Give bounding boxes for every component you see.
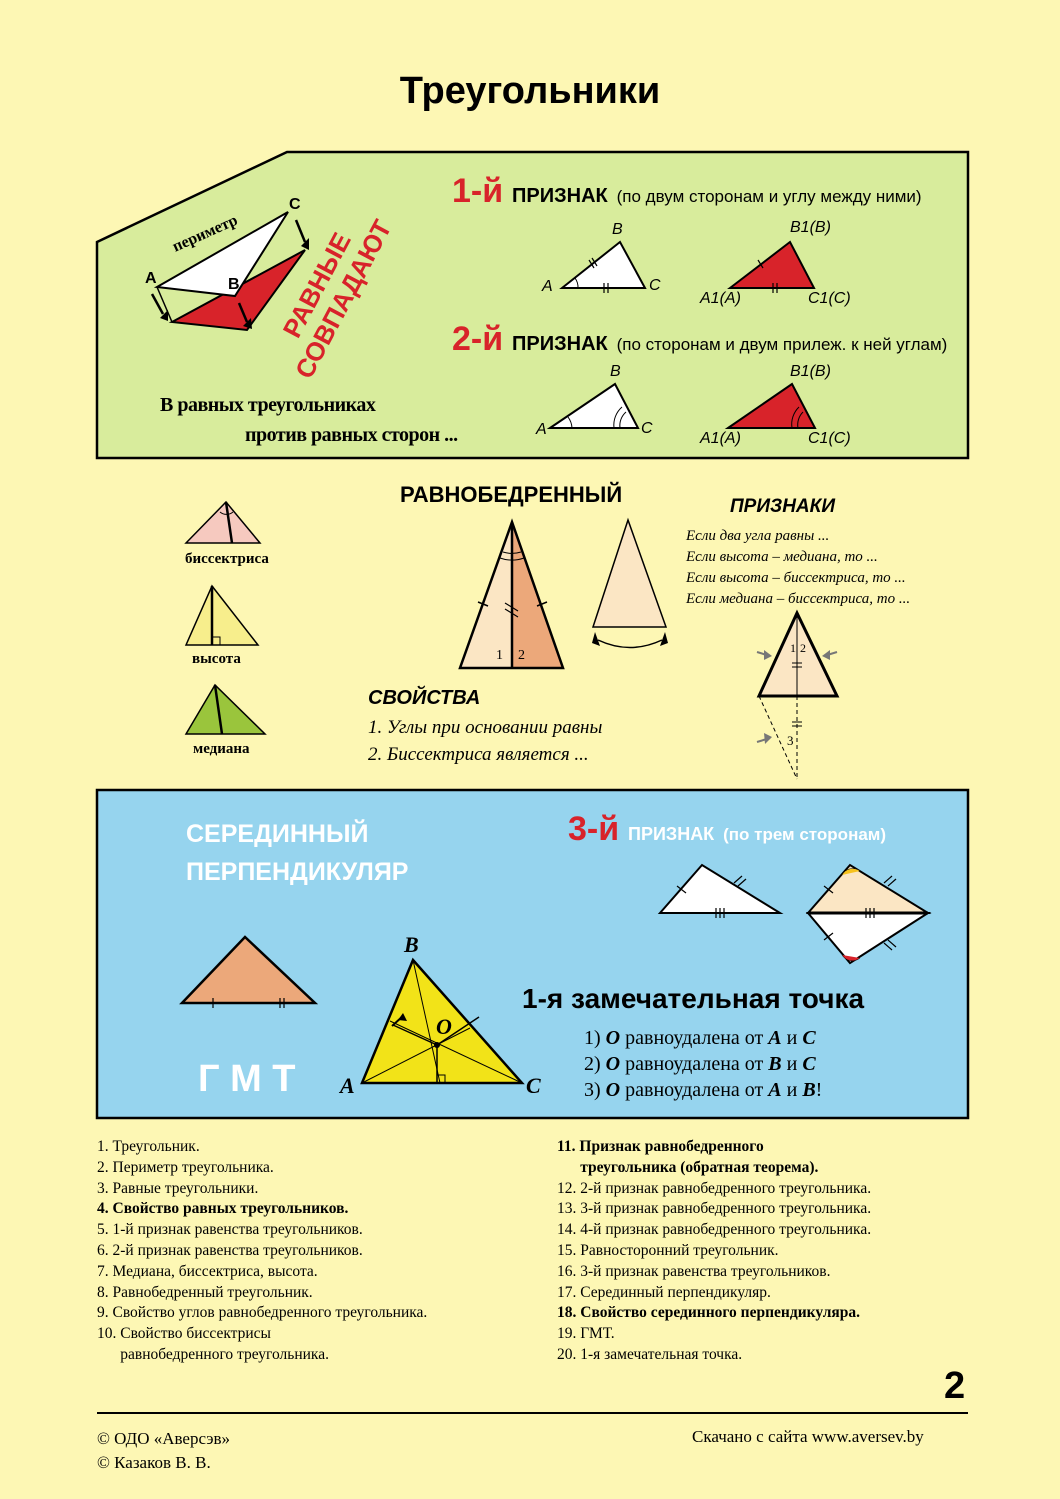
sign-angle-3: 3: [787, 733, 794, 748]
topic-item: треугольника (обратная теорема).: [557, 1158, 819, 1176]
topic-item: 5. 1-й признак равенства треугольников.: [97, 1221, 363, 1239]
yellow-vertex-a: A: [340, 1073, 355, 1098]
sign3-heading: 3-й ПРИЗНАК (по трем сторонам): [568, 810, 886, 849]
bisector-label: биссектриса: [185, 551, 269, 567]
topic-item: 8. Равнобедренный треугольник.: [97, 1283, 313, 1301]
topic-item: 19. ГМТ.: [557, 1325, 615, 1343]
yellow-center-o: O: [436, 1014, 452, 1039]
equal-text-line1: В равных треугольниках: [160, 394, 376, 416]
s1-label-c1: C1(C): [808, 290, 851, 307]
topic-item: 1. Треугольник.: [97, 1138, 200, 1155]
footer-source: Скачано с сайта www.aversev.by: [692, 1427, 924, 1446]
topic-list-right: 11. Признак равнобедренного треугольника…: [557, 1137, 871, 1366]
topic-item: 3. Равные треугольники.: [97, 1179, 259, 1197]
s2-label-c: C: [641, 420, 653, 437]
sign-angle-1: 1: [790, 641, 796, 655]
topic-item: 6. 2-й признак равенства треугольников.: [97, 1241, 363, 1259]
topic-item: 13. 3-й признак равнобедренного треуголь…: [557, 1200, 872, 1218]
topic-item: 15. Равносторонний треугольник.: [557, 1241, 779, 1259]
point-line-1: 1) O равноудалена от A и C: [584, 1027, 816, 1049]
signs-heading: ПРИЗНАКИ: [730, 496, 836, 517]
sign1-word: ПРИЗНАК: [512, 185, 608, 207]
vertex-c: C: [289, 196, 301, 213]
sign1-number: 1-й: [452, 172, 504, 210]
blue-heading-line1: СЕРЕДИННЫЙ: [186, 820, 369, 848]
copyright-line1: © ОДО «Аверсэв»: [97, 1429, 231, 1448]
sign2-number: 2-й: [452, 320, 504, 358]
topic-item: 2. Периметр треугольника.: [97, 1158, 274, 1176]
yellow-vertex-b: B: [404, 932, 419, 957]
s2-label-b: B: [610, 363, 621, 380]
sign3-desc: (по трем сторонам): [723, 825, 887, 844]
topic-item: 9. Свойство углов равнобедренного треуго…: [97, 1304, 428, 1322]
equal-triangles-text: В равных треугольниках против равных сто…: [160, 390, 458, 450]
altitude-label: высота: [192, 651, 241, 667]
yellow-vertex-c: C: [526, 1073, 541, 1098]
s1-label-b: B: [612, 221, 623, 238]
sign2-word: ПРИЗНАК: [512, 333, 608, 355]
footer-divider: [97, 1412, 968, 1414]
property-1: 1. Углы при основании равны: [368, 717, 603, 738]
s2-label-c1: C1(C): [808, 430, 851, 447]
blue-heading-line2: ПЕРПЕНДИКУЛЯР: [186, 858, 409, 886]
properties-list: 1. Углы при основании равны 2. Биссектри…: [368, 714, 602, 768]
sign-item-4: Если медиана – биссектриса, то ...: [686, 591, 911, 607]
footer-copyright: © ОДО «Аверсэв» © Казаков В. В.: [97, 1427, 230, 1475]
sign-item-3: Если высота – биссектриса, то ...: [686, 570, 906, 586]
angle-1-label: 1: [496, 648, 503, 663]
topic-item: 16. 3-й признак равенства треугольников.: [557, 1262, 831, 1280]
topic-item: равнобедренного треугольника.: [97, 1345, 329, 1363]
topic-item: 20. 1-я замечательная точка.: [557, 1345, 743, 1363]
sign-item-1: Если два угла равны ...: [686, 528, 830, 544]
sign2-heading: 2-й ПРИЗНАК (по сторонам и двум прилеж. …: [452, 320, 947, 359]
page-title: Треугольники: [399, 70, 661, 112]
topic-item: 11. Признак равнобедренного: [557, 1138, 764, 1155]
topic-item: 14. 4-й признак равнобедренного треуголь…: [557, 1221, 872, 1239]
remarkable-point-list: 1) O равноудалена от A и C 2) O равноуда…: [584, 1025, 822, 1103]
median-label: медиана: [193, 741, 250, 757]
isosceles-heading: РАВНОБЕДРЕННЫЙ: [400, 482, 623, 507]
topic-item: 17. Серединный перпендикуляр.: [557, 1283, 771, 1301]
sign3-number: 3-й: [568, 810, 620, 848]
sign1-desc: (по двум сторонам и углу между ними): [616, 187, 922, 206]
angle-2-label: 2: [518, 648, 525, 663]
copyright-line2: © Казаков В. В.: [97, 1453, 211, 1472]
equal-text-line2: против равных сторон ...: [245, 424, 458, 446]
s1-label-b1: B1(B): [790, 219, 831, 236]
sign2-desc: (по сторонам и двум прилеж. к ней углам): [616, 335, 948, 354]
s1-label-c: C: [649, 277, 661, 294]
blue-heading: СЕРЕДИННЫЙ ПЕРПЕНДИКУЛЯР: [186, 815, 408, 891]
page-number: 2: [944, 1365, 966, 1407]
sign3-word: ПРИЗНАК: [628, 824, 715, 844]
gmt-label: Г М Т: [198, 1058, 296, 1100]
sign-item-2: Если высота – медиана, то ...: [686, 549, 878, 565]
topic-item: 7. Медиана, биссектриса, высота.: [97, 1262, 318, 1280]
point-line-3: 3) O равноудалена от A и B!: [584, 1079, 823, 1101]
vertex-a: A: [145, 270, 157, 287]
signs-list: Если два угла равны ... Если высота – ме…: [686, 526, 910, 610]
topic-item: 10. Свойство биссектрисы: [97, 1325, 271, 1343]
s1-label-a1: A1(A): [700, 290, 741, 307]
s2-label-a1: A1(A): [700, 430, 741, 447]
point-line-2: 2) O равноудалена от B и C: [584, 1053, 816, 1075]
vertex-b: B: [228, 276, 240, 293]
topic-list-left: 1. Треугольник. 2. Периметр треугольника.…: [97, 1137, 427, 1366]
sign-angle-2: 2: [800, 641, 806, 655]
properties-heading: СВОЙСТВА: [368, 687, 481, 709]
property-2: 2. Биссектриса является ...: [368, 744, 589, 765]
s1-label-a: A: [542, 278, 553, 295]
topic-item: 12. 2-й признак равнобедренного треуголь…: [557, 1179, 872, 1197]
remarkable-point-title: 1-я замечательная точка: [522, 983, 865, 1014]
topic-item: 4. Свойство равных треугольников.: [97, 1200, 349, 1218]
topic-item: 18. Свойство серединного перпендикуляра.: [557, 1304, 861, 1322]
sign1-heading: 1-й ПРИЗНАК (по двум сторонам и углу меж…: [452, 172, 922, 211]
s2-label-b1: B1(B): [790, 363, 831, 380]
s2-label-a: A: [536, 421, 547, 438]
